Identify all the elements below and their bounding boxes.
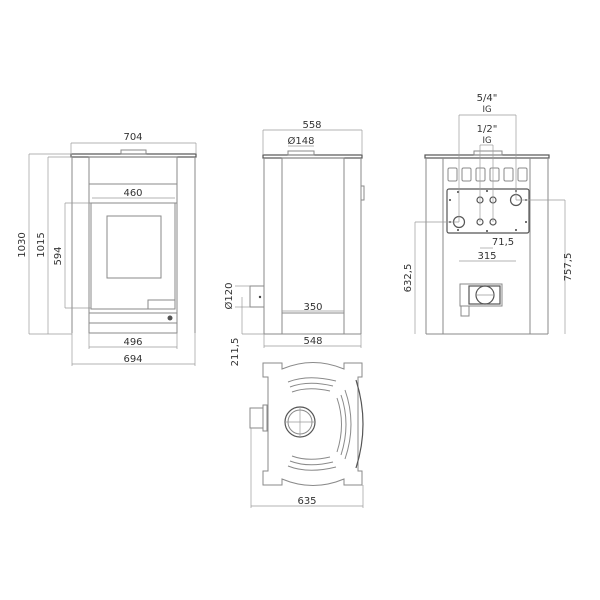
dim-rear-height-right: 757,5 [563, 253, 574, 282]
dim-rear-connection-large: 5/4" [477, 93, 498, 104]
side-hinge [360, 185, 365, 201]
dim-side-flue-rear: Ø120 [223, 283, 235, 310]
dim-side-flue-top: Ø148 [288, 135, 315, 147]
dim-front-door-height: 594 [53, 246, 64, 265]
dim-side-flue-height: 211,5 [230, 338, 241, 367]
front-view: 704 460 1030 1015 594 496 694 [17, 132, 197, 366]
dim-rear-spacing-large: 315 [477, 251, 496, 262]
plan-view: 635 [249, 362, 364, 508]
dim-rear-connection-small: 1/2" [477, 124, 498, 135]
front-top-flue [120, 149, 147, 155]
side-view: 558 Ø148 Ø120 211,5 350 548 [223, 120, 365, 367]
front-glass [106, 215, 162, 279]
rear-view: 5/4" IG 1/2" IG 71,5 315 632,5 757,5 [403, 93, 574, 335]
front-body [88, 156, 178, 334]
connection-plate [446, 188, 530, 234]
ash-drawer [88, 312, 178, 324]
dim-front-base-inner: 496 [123, 337, 142, 348]
plan-outline [262, 362, 363, 486]
dim-side-base-inner: 350 [303, 302, 322, 313]
dim-front-width-top: 704 [123, 132, 142, 143]
door-handle [147, 299, 176, 310]
dim-rear-connection-small-thread: IG [482, 136, 491, 146]
dim-front-height-total: 1030 [17, 232, 28, 257]
rear-flue-box [459, 283, 503, 307]
dim-rear-connection-large-thread: IG [482, 105, 491, 115]
dim-side-depth-base: 548 [303, 336, 322, 347]
vent-slots [447, 167, 528, 182]
dim-side-depth-top: 558 [302, 120, 321, 131]
front-door [90, 202, 176, 310]
dim-plan-width: 635 [297, 496, 316, 507]
dim-rear-height-left: 632,5 [403, 264, 414, 293]
knob-icon [167, 315, 173, 321]
side-top-flue [287, 150, 315, 156]
side-rear-flue [249, 285, 265, 308]
dim-front-firebox: 460 [123, 188, 142, 199]
dim-front-base-outer: 694 [123, 354, 142, 365]
dim-rear-spacing-small: 71,5 [492, 237, 514, 248]
dim-front-height-body: 1015 [36, 232, 47, 257]
